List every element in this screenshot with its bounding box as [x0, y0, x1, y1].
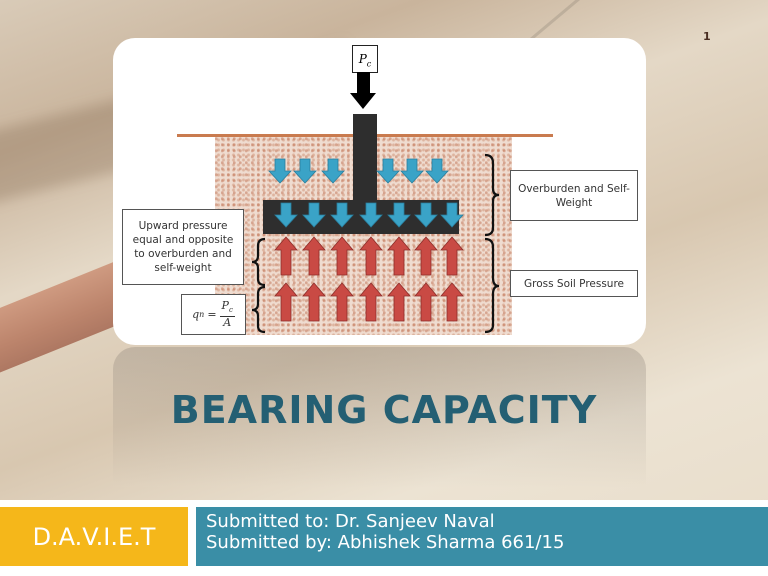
- load-arrow-icon: [350, 93, 376, 109]
- down-arrow-icon: [274, 202, 464, 228]
- upward-pressure-label: Upward pressure equal and opposite to ov…: [122, 209, 244, 285]
- up-arrow-icon: [274, 282, 464, 322]
- slide-title: BEARING CAPACITY: [170, 388, 598, 432]
- footing-column: [353, 114, 377, 204]
- overburden-label: Overburden and Self-Weight: [510, 170, 638, 221]
- institution-name: D.A.V.I.E.T: [32, 522, 156, 551]
- submission-box: Submitted to: Dr. Sanjeev Naval Submitte…: [196, 507, 768, 566]
- institution-box: D.A.V.I.E.T: [0, 507, 188, 566]
- diagram-card: Pc: [113, 38, 646, 345]
- load-label: Pc: [358, 52, 372, 69]
- load-arrow-shaft: [357, 72, 370, 94]
- submitted-by: Submitted by: Abhishek Sharma 661/15: [206, 532, 565, 553]
- brace-icon: [251, 153, 500, 334]
- slide-number: 1: [703, 30, 711, 43]
- down-arrow-icon: [268, 158, 449, 184]
- submitted-to: Submitted to: Dr. Sanjeev Naval: [206, 511, 495, 532]
- gross-pressure-label: Gross Soil Pressure: [510, 270, 638, 297]
- diagram-reflection: [113, 347, 646, 487]
- pressure-arrows: [251, 153, 500, 334]
- up-arrow-icon: [274, 236, 464, 276]
